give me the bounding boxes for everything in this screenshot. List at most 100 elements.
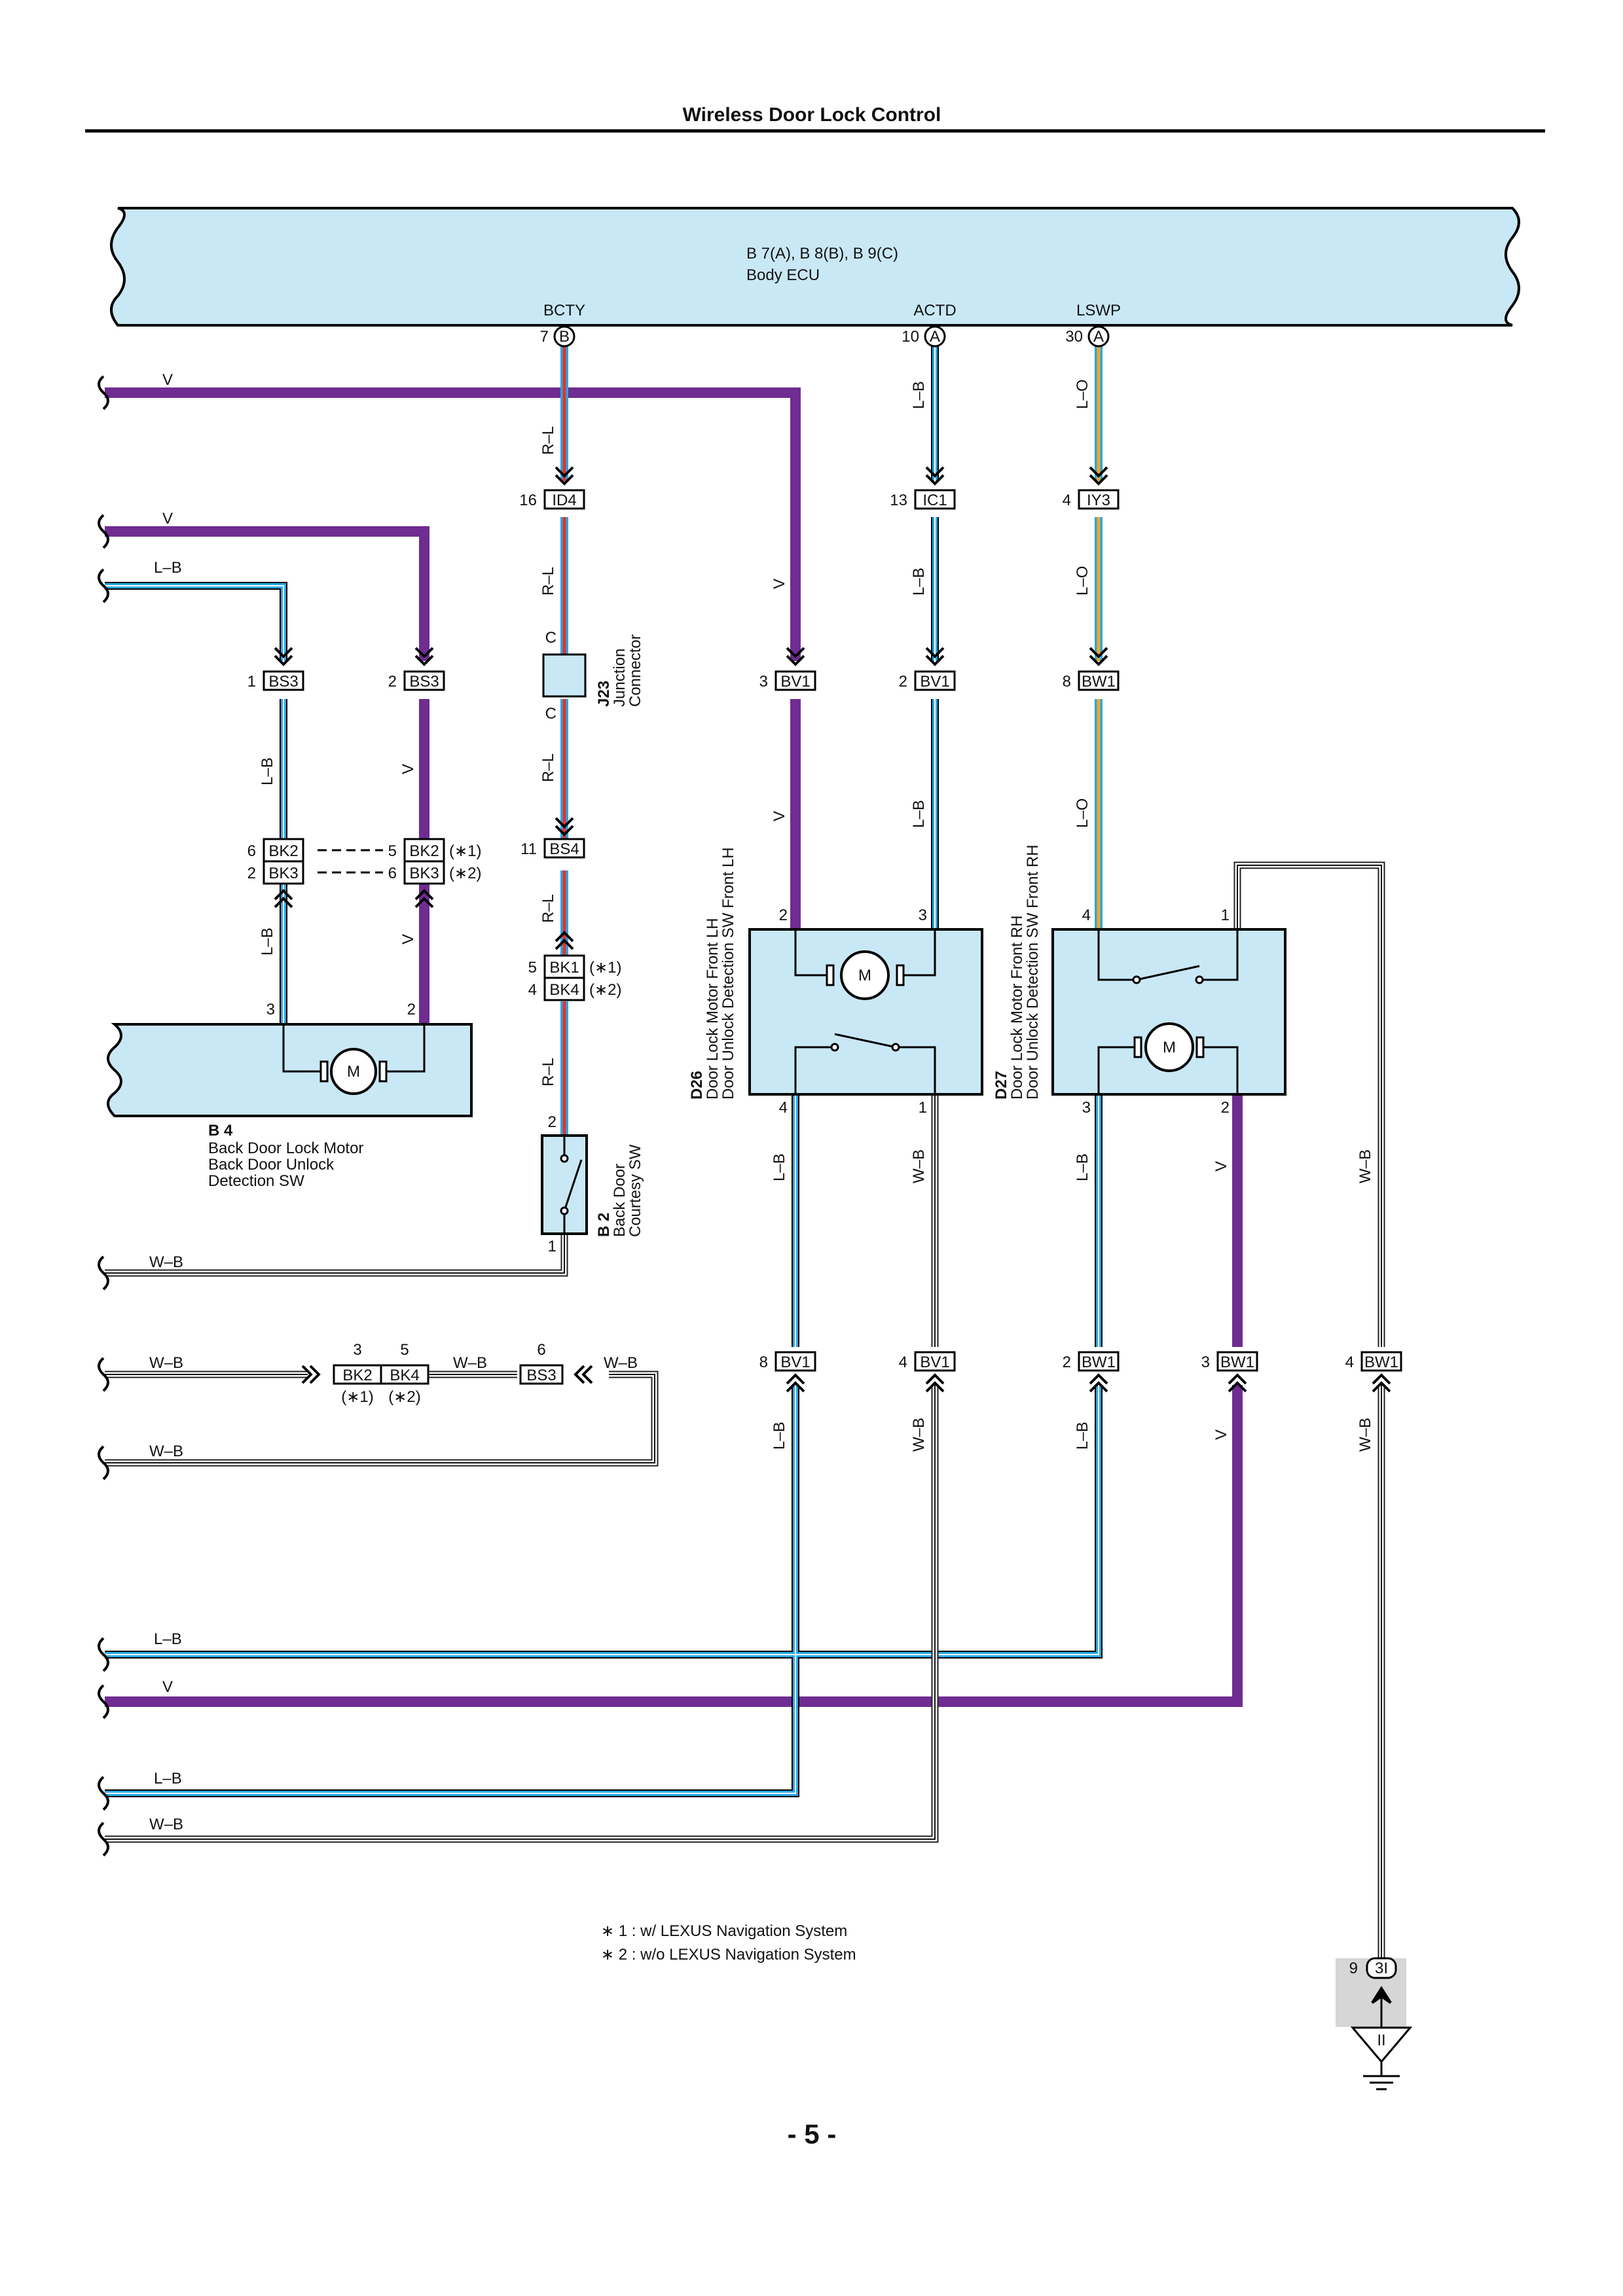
- page-number: - 5 -: [788, 2119, 837, 2149]
- connector-bk4-5-pin: 5: [400, 1341, 409, 1359]
- d26-motor-icon: [840, 950, 890, 1000]
- connector-bs4-pin: 11: [520, 840, 537, 858]
- terminal-bcty: BCTY: [543, 302, 585, 319]
- wire-label-wb-bottom: W–B: [149, 1816, 183, 1833]
- wire-label-wb-loop: W–B: [149, 1443, 183, 1460]
- b2-line-1: Back Door: [611, 1164, 629, 1237]
- note-2: ∗ 2 : w/o LEXUS Navigation System: [601, 1946, 856, 1964]
- connector-bw1-8-label: BW1: [1082, 673, 1116, 691]
- d26-line-2: Door Unlock Detection SW Front LH: [720, 848, 737, 1100]
- ground-connector-label: 3I: [1375, 1960, 1388, 1977]
- terminal-actd-conn: A: [930, 328, 940, 346]
- connector-bs3-6: BS3 6: [519, 1341, 593, 1385]
- wire-break-marks: [98, 375, 109, 1857]
- ecu-reference: B 7(A), B 8(B), B 9(C): [746, 245, 898, 262]
- wire-label-v-bottom: V: [162, 1678, 173, 1696]
- b2-pin-1: 1: [548, 1238, 556, 1255]
- connector-bk3-6-note: (∗2): [449, 865, 481, 882]
- connector-bs3-1-pin: 1: [247, 673, 256, 691]
- d27-motor-label: M: [1163, 1039, 1176, 1056]
- connector-bs3-2: BS3 2: [388, 647, 445, 691]
- junction-connector-j23: C C J23 Junction Connector: [542, 629, 644, 723]
- b2-switch-icon: [563, 1159, 583, 1211]
- connector-bv1-8-label: BV1: [780, 1354, 810, 1371]
- wire-label-rl-4: R–L: [539, 894, 557, 923]
- connector-iy3-label: IY3: [1087, 492, 1110, 509]
- connectors: ID4 16 IC1 13 IY3 4 BS3 1 BS3 2: [247, 466, 1402, 1406]
- connector-bs3-2-label: BS3: [409, 673, 439, 691]
- connector-bw1-4-label: BW1: [1364, 1354, 1398, 1371]
- connector-bk4-pin: 4: [528, 981, 537, 999]
- connector-bw1-4: BW1 4: [1345, 1351, 1402, 1393]
- connector-bw1-2: BW1 2: [1063, 1351, 1120, 1393]
- connector-bw1-3-pin: 3: [1201, 1354, 1210, 1371]
- b4-pin-3: 3: [266, 1001, 275, 1018]
- d27-line-2: Door Unlock Detection SW Front RH: [1024, 845, 1042, 1100]
- b4-motor-label: M: [347, 1063, 360, 1081]
- b2-ref: B 2: [595, 1213, 613, 1237]
- connector-bv1-8: BV1 8: [759, 1351, 816, 1393]
- wire-label-lb-b4-2: L–B: [259, 927, 276, 956]
- connector-bv1-3: BV1 3: [759, 647, 816, 691]
- note-1: ∗ 1 : w/ LEXUS Navigation System: [601, 1922, 847, 1940]
- connector-bs3-1: BS3 1: [247, 647, 304, 691]
- terminal-actd: ACTD: [913, 302, 956, 319]
- wire-label-rl-3: R–L: [539, 753, 557, 782]
- connector-bv1-3-pin: 3: [759, 673, 768, 691]
- connector-bv1-8-pin: 8: [759, 1354, 768, 1371]
- wire-label-v-top: V: [162, 371, 173, 389]
- connector-bk2-6-pin: 6: [247, 842, 256, 860]
- connector-bw1-4-pin: 4: [1345, 1354, 1354, 1371]
- component-b4: M 3 2 B 4 Back Door Lock Motor Back Door…: [107, 1001, 473, 1190]
- b4-line-2: Back Door Unlock: [208, 1156, 335, 1174]
- connector-bw1-3-label: BW1: [1220, 1354, 1254, 1371]
- wire-label-rl-1: R–L: [539, 426, 557, 455]
- wire-label-rl-5: R–L: [539, 1058, 557, 1086]
- connector-id4-label: ID4: [552, 492, 576, 509]
- wire-label-lo-2: L–O: [1074, 566, 1091, 596]
- connector-bk3-2-label: BK3: [268, 865, 298, 882]
- wire-label-v-d26-1: V: [771, 579, 788, 589]
- d26-switch-icon: [834, 1033, 896, 1049]
- connector-bs3-1-label: BS3: [268, 673, 298, 691]
- blue-wires: [105, 346, 1103, 1797]
- component-b2: 2 1 B 2 Back Door Courtesy SW: [541, 1113, 644, 1255]
- connector-bk2-6-label: BK2: [268, 842, 298, 860]
- j23-line-2: Connector: [627, 634, 644, 707]
- b4-motor-icon: [330, 1048, 377, 1095]
- connector-bv1-2-pin: 2: [899, 673, 907, 691]
- d27-pin-4: 4: [1082, 906, 1091, 924]
- ecu-name: Body ECU: [746, 266, 820, 284]
- connector-bk4-note: (∗2): [589, 981, 621, 999]
- wire-label-lo-3: L–O: [1074, 798, 1091, 828]
- d26-motor-label: M: [858, 967, 871, 984]
- wires: [98, 346, 1385, 1958]
- connector-ic1: IC1 13: [890, 466, 956, 510]
- wire-label-lb-d26-2: L–B: [771, 1422, 788, 1450]
- connector-bk3-6-label: BK3: [409, 865, 439, 882]
- wire-label-v-b4: V: [162, 510, 173, 528]
- connector-bv1-4-label: BV1: [920, 1354, 949, 1371]
- wire-label-wb-d27-1: W–B: [1357, 1149, 1374, 1183]
- wire-label-lb-actd-2: L–B: [910, 567, 928, 596]
- d26-pin-4: 4: [779, 1099, 788, 1117]
- wire-label-lb-bottom-2: L–B: [154, 1770, 182, 1787]
- b4-line-3: Detection SW: [208, 1172, 304, 1190]
- connector-bv1-3-label: BV1: [780, 673, 810, 691]
- wire-label-lb-b4: L–B: [154, 559, 182, 577]
- wire-label-wb-b2: W–B: [149, 1253, 183, 1271]
- wire-label-wb-mid: W–B: [453, 1354, 487, 1372]
- wire-label-wb-d26-2: W–B: [910, 1418, 928, 1452]
- wire-label-lb-actd-3: L–B: [910, 800, 928, 828]
- d26-pin-3: 3: [919, 906, 927, 924]
- wire-label-lb-d26-1: L–B: [771, 1153, 788, 1181]
- wire-label-lb-actd-1: L–B: [910, 381, 928, 409]
- component-d26: M 2 3 4 1 D26 Door Lock Motor Front LH D…: [688, 848, 983, 1117]
- wire-label-wb-d27-2: W–B: [1357, 1418, 1374, 1452]
- connector-iy3: IY3 4: [1063, 466, 1120, 510]
- wire-label-wb-d26-1: W–B: [910, 1149, 928, 1183]
- wire-label-lb-b4-1: L–B: [259, 757, 276, 785]
- connector-id4-pin: 16: [519, 492, 537, 509]
- j23-pin-top: C: [545, 629, 556, 647]
